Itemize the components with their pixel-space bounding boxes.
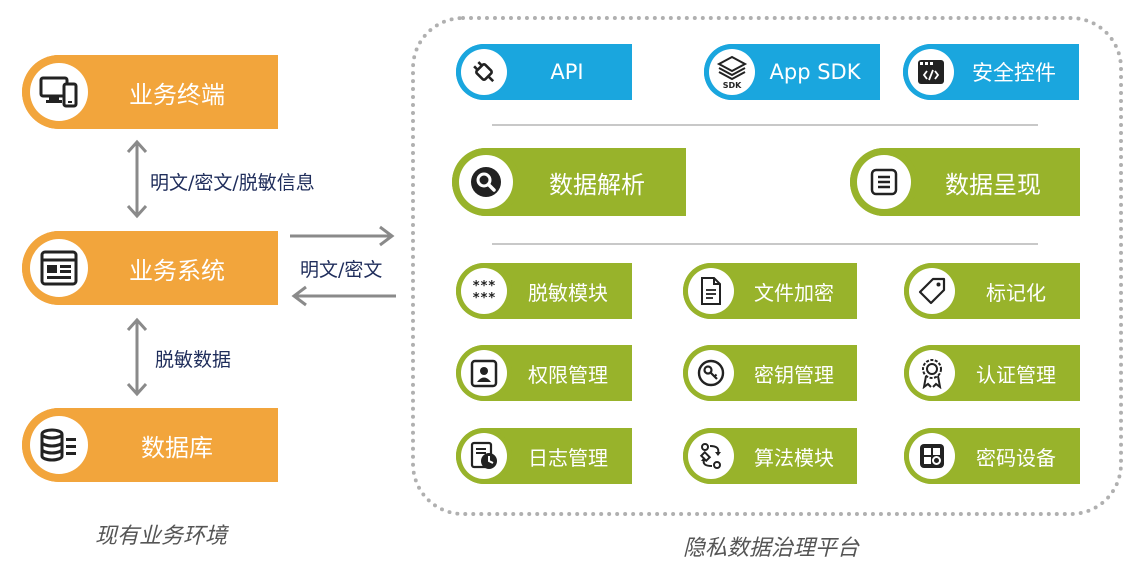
app-sdk-button: SDK App SDK	[704, 44, 880, 100]
business-system-label: 业务系统	[129, 256, 225, 285]
data-presentation-label: 数据呈现	[945, 170, 1041, 199]
plug-icon	[473, 61, 495, 83]
terminal-system-flow-label: 明文/密文/脱敏信息	[150, 172, 315, 194]
api-button: API	[456, 44, 632, 100]
tag-icon	[918, 277, 946, 305]
database-label: 数据库	[141, 433, 213, 462]
tokenization-label: 标记化	[986, 280, 1046, 305]
algorithm-flow-icon	[699, 443, 721, 469]
api-label: API	[550, 60, 584, 84]
app-sdk-label: App SDK	[769, 60, 861, 84]
system-window-icon	[40, 250, 78, 286]
certificate-seal-icon	[922, 359, 942, 389]
crypto-device-label: 密码设备	[976, 445, 1056, 470]
log-management-label: 日志管理	[528, 445, 608, 470]
file-icon	[701, 277, 721, 305]
business-terminal-label: 业务终端	[129, 80, 225, 109]
certificate-management-label: 认证管理	[976, 362, 1056, 387]
platform-caption: 隐私数据治理平台	[683, 536, 860, 561]
certificate-management-button: 认证管理	[904, 345, 1080, 401]
security-control-label: 安全控件	[972, 61, 1056, 85]
devices-icon	[39, 76, 78, 108]
svg-text:***: ***	[472, 279, 496, 294]
data-presentation-button: 数据呈现	[850, 148, 1080, 216]
terminal-system-arrow	[126, 139, 148, 219]
security-control-button: 安全控件	[903, 44, 1079, 100]
business-terminal-box: 业务终端	[22, 55, 278, 129]
system-platform-arrows	[290, 225, 396, 307]
system-database-flow-label: 脱敏数据	[155, 349, 232, 371]
svg-text:***: ***	[472, 291, 496, 304]
algorithm-module-label: 算法模块	[754, 445, 834, 470]
file-encryption-label: 文件加密	[754, 280, 834, 305]
log-clock-icon	[470, 441, 497, 469]
user-badge-icon	[470, 359, 498, 388]
sdk-layers-icon: SDK	[716, 55, 748, 90]
business-system-box: 业务系统	[22, 231, 278, 305]
data-parsing-label: 数据解析	[549, 170, 645, 199]
database-box: 数据库	[22, 408, 278, 482]
data-parsing-button: 数据解析	[452, 148, 686, 216]
existing-environment-caption: 现有业务环境	[95, 524, 228, 549]
crypto-device-button: 密码设备	[904, 428, 1080, 484]
key-management-label: 密钥管理	[754, 362, 834, 387]
desensitization-module-label: 脱敏模块	[528, 280, 608, 305]
tokenization-button: 标记化	[904, 263, 1080, 319]
permission-management-label: 权限管理	[528, 362, 608, 387]
crypto-device-icon	[920, 444, 944, 468]
platform-frame	[411, 16, 1123, 516]
key-icon	[697, 359, 725, 387]
sdk-icon-text: SDK	[723, 81, 742, 90]
database-icon	[40, 428, 76, 462]
asterisks-icon: *** ***	[472, 279, 496, 304]
desensitization-module-button: *** *** 脱敏模块	[456, 263, 632, 319]
permission-management-button: 权限管理	[456, 345, 632, 401]
code-window-icon	[918, 60, 944, 84]
magnifier-icon	[471, 167, 501, 197]
divider-top	[492, 124, 1038, 126]
system-platform-flow-label: 明文/密文	[300, 259, 383, 281]
document-list-icon	[870, 168, 898, 196]
key-management-button: 密钥管理	[683, 345, 857, 401]
file-encryption-button: 文件加密	[683, 263, 857, 319]
system-database-arrow	[126, 317, 148, 397]
algorithm-module-button: 算法模块	[683, 428, 857, 484]
log-management-button: 日志管理	[456, 428, 632, 484]
divider-middle	[492, 243, 1038, 245]
